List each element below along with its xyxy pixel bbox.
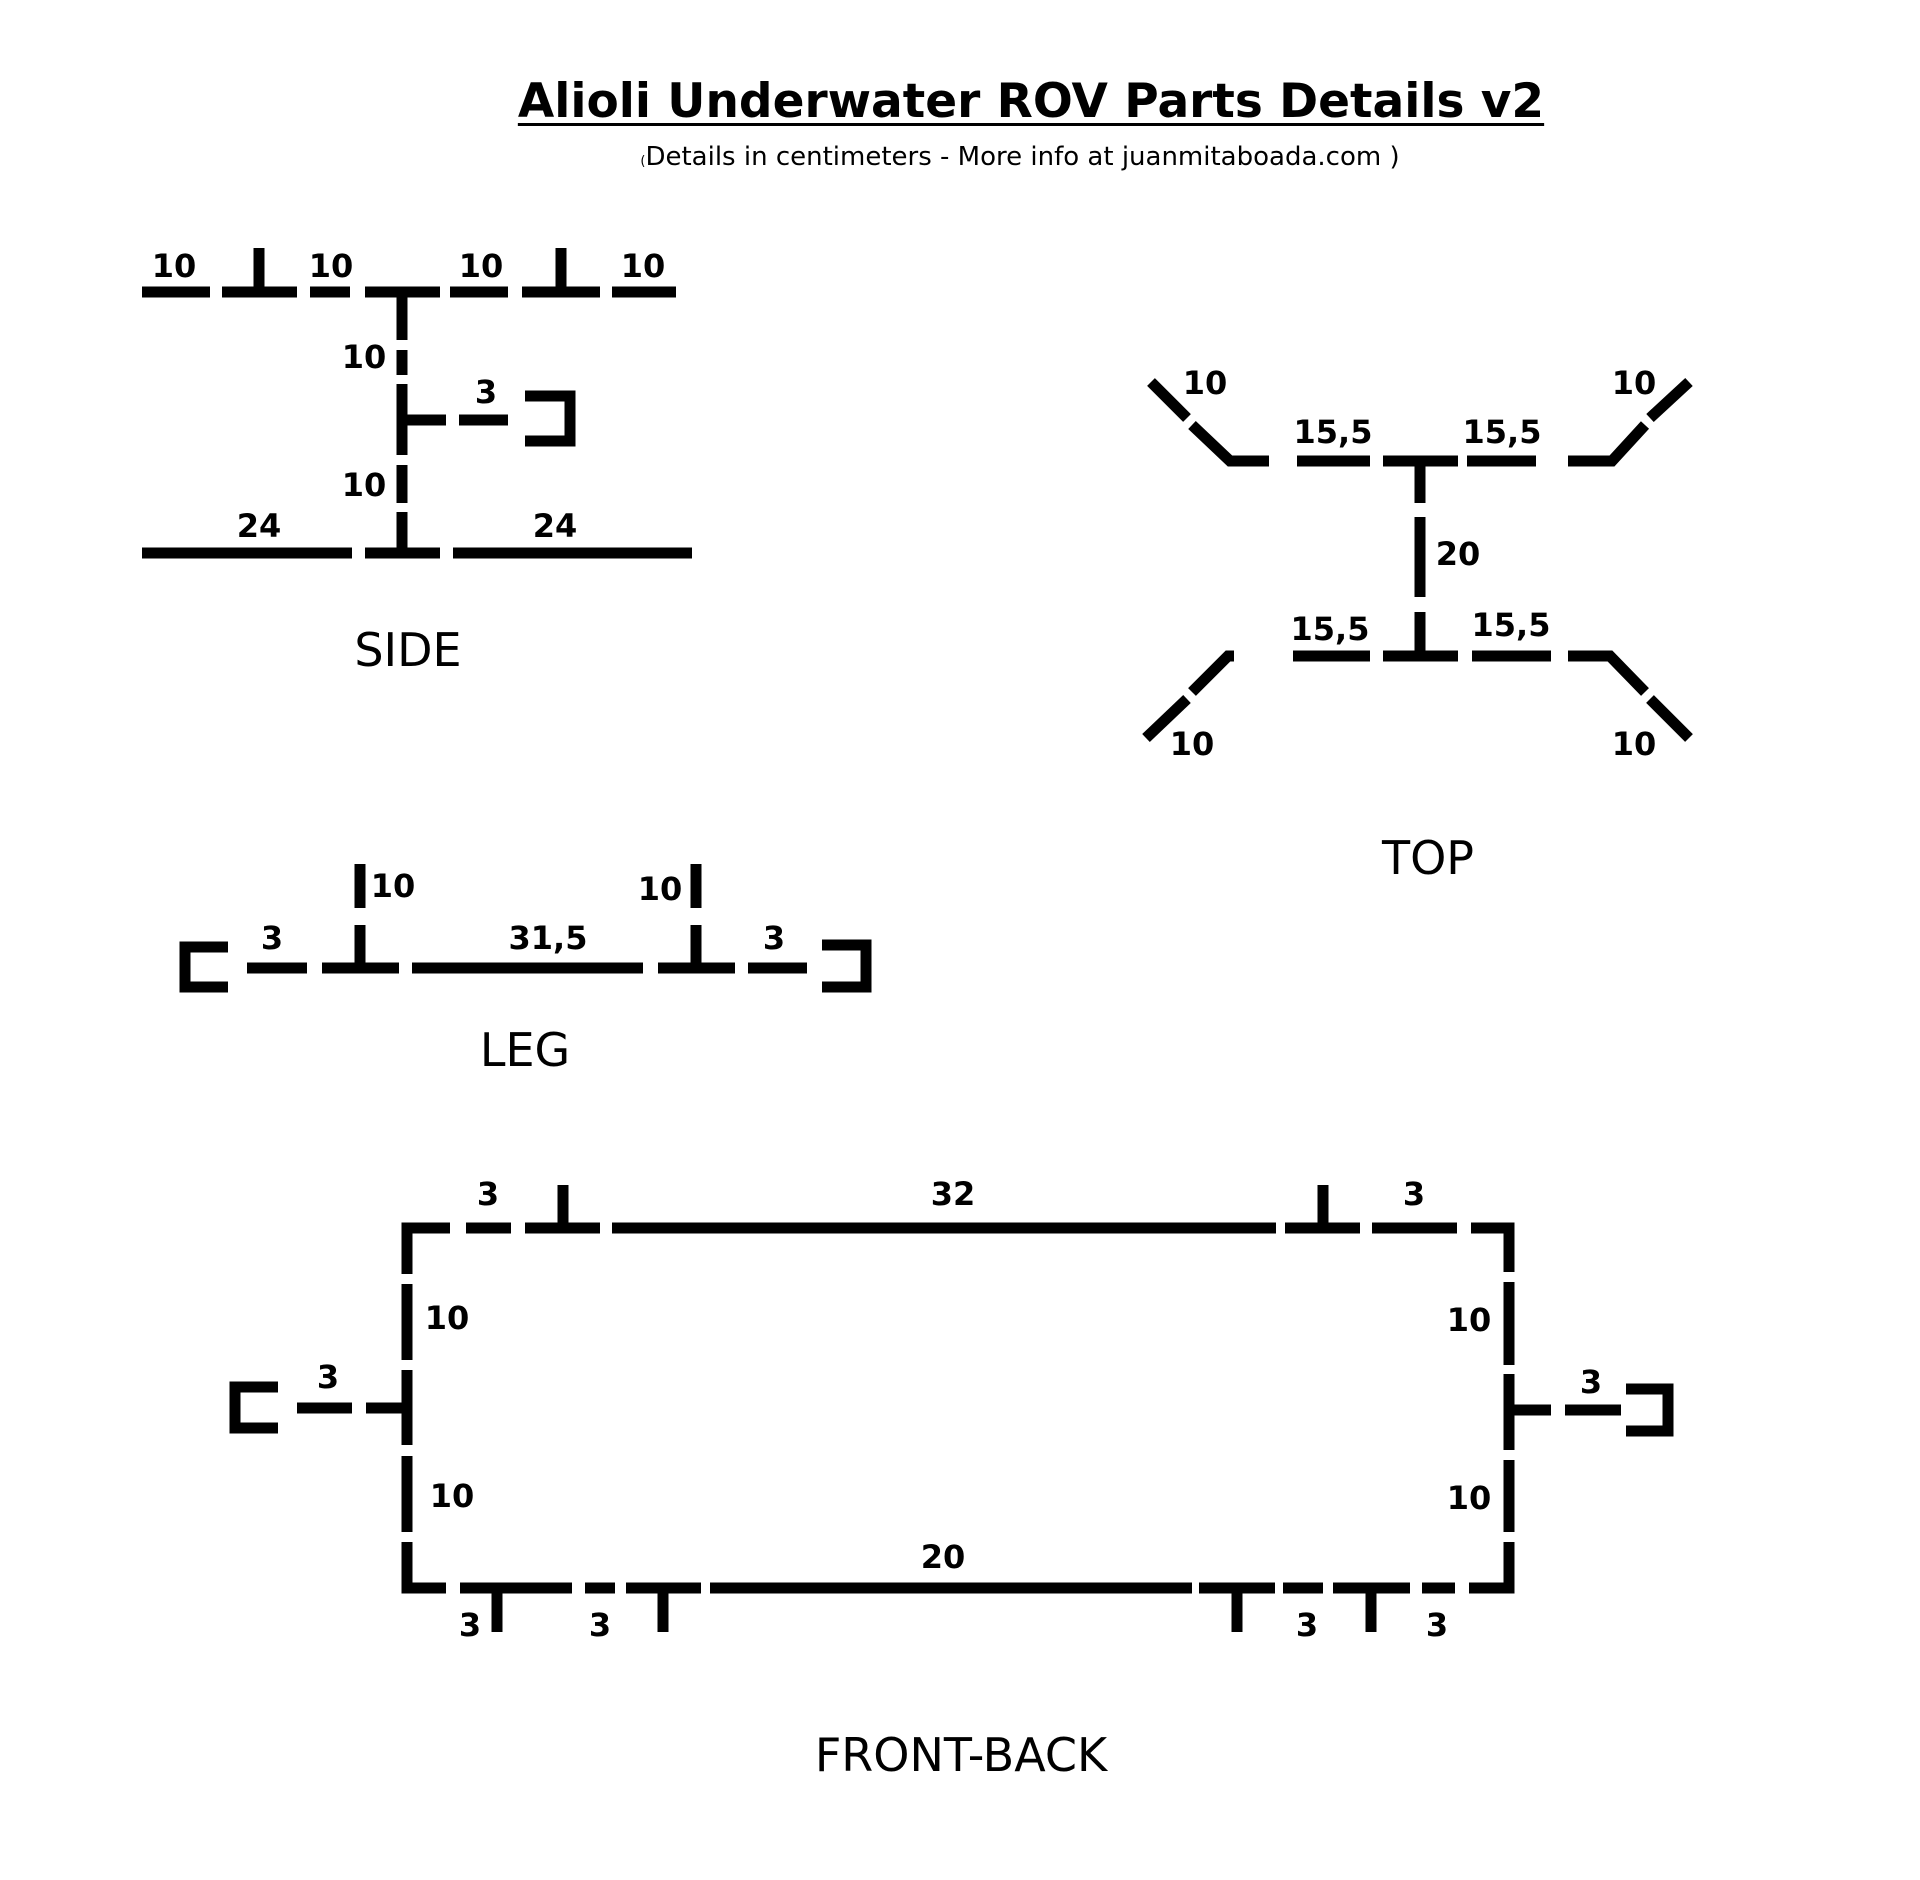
side-pipes [142,248,692,559]
top-dim-lower-right: 15,5 [1472,606,1551,644]
fb-dim-bottom-3: 3 [1296,1606,1318,1644]
leg-dim-riser-right: 10 [638,870,683,908]
side-dim-bottom-right: 24 [533,507,578,545]
top-tee-upper [1383,455,1458,503]
fb-elbow-bottom-right [1469,1542,1515,1594]
fb-tee-bottom-2 [626,1582,701,1632]
side-cross-top [365,286,440,340]
fb-elbow-top-right [1471,1222,1515,1272]
leg-pipes [179,864,872,993]
top-dim-diag-bottom-left: 10 [1170,725,1215,763]
side-dim-top-3: 10 [459,247,504,285]
fb-tee-right [1503,1374,1551,1450]
top-pipe-diag-top-right [1646,377,1693,423]
top-elbow-top-right [1568,421,1650,467]
fb-elbow-cap-right [1626,1383,1674,1437]
top-tee-lower [1383,612,1458,662]
leg-elbow-cap-right [822,939,872,993]
side-dim-top-2: 10 [309,247,354,285]
top-dim-lower-left: 15,5 [1291,610,1370,648]
fb-dim-left-upper: 10 [425,1299,470,1337]
front-back-dimensions: 3 32 3 10 10 10 10 3 3 20 3 3 3 3 [317,1175,1602,1644]
top-dim-diag-top-right: 10 [1612,364,1657,402]
leg-dim-end-left: 3 [261,919,283,957]
top-elbow-bottom-left [1188,650,1234,696]
fb-elbow-cap-left [229,1381,278,1434]
side-dim-stub: 3 [475,373,497,411]
side-dim-upright-upper: 10 [342,338,387,376]
fb-tee-bottom-1 [460,1582,535,1632]
fb-dim-top-right: 3 [1403,1175,1425,1213]
side-tee-top-right [522,248,600,298]
top-dim-upper-left: 15,5 [1294,413,1373,451]
side-tee-top-left [222,248,297,298]
top-dim-diag-top-left: 10 [1183,364,1228,402]
top-view-label: TOP [1381,831,1474,885]
page-title: Alioli Underwater ROV Parts Details v2 [517,74,1545,129]
fb-tee-top-right [1285,1185,1360,1234]
fb-dim-left-stub: 3 [317,1358,339,1396]
top-dim-upper-right: 15,5 [1463,413,1542,451]
side-dim-top-1: 10 [152,247,197,285]
fb-dim-bottom-middle: 20 [921,1538,966,1576]
side-tee-middle [396,384,446,455]
leg-tee-right [658,925,735,974]
front-back-view-label: FRONT-BACK [815,1728,1109,1782]
fb-dim-bottom-1: 3 [459,1606,481,1644]
side-dimensions: 10 10 10 10 10 3 10 24 24 [152,247,666,545]
side-tee-bottom [365,512,440,559]
leg-dimensions: 10 10 3 31,5 3 [261,867,785,957]
leg-dim-riser-left: 10 [371,867,416,905]
fb-dim-bottom-4: 3 [1426,1606,1448,1644]
fb-elbow-bottom-left [401,1542,446,1594]
fb-dim-top-middle: 32 [931,1175,976,1213]
leg-dim-end-right: 3 [763,919,785,957]
fb-dim-right-lower: 10 [1447,1479,1492,1517]
leg-view: 10 10 3 31,5 3 LEG [179,864,872,1077]
top-dimensions: 10 10 15,5 15,5 20 15,5 15,5 10 10 [1170,364,1657,763]
side-dim-top-4: 10 [621,247,666,285]
fb-tee-bottom-4 [1333,1582,1410,1632]
fb-dim-right-upper: 10 [1447,1301,1492,1339]
fb-dim-top-left: 3 [477,1175,499,1213]
side-view-label: SIDE [354,623,461,677]
side-view: 10 10 10 10 10 3 10 24 24 SIDE [142,247,692,677]
fb-dim-bottom-2: 3 [589,1606,611,1644]
fb-tee-left [366,1370,413,1445]
top-elbow-top-left [1188,421,1269,467]
top-pipe-diag-bottom-right [1646,695,1693,742]
front-back-view: 3 32 3 10 10 10 10 3 3 20 3 3 3 3 FRONT-… [229,1175,1674,1782]
page-subtitle: (Details in centimeters - More info at j… [0,142,1920,172]
side-dim-upright-lower: 10 [342,466,387,504]
front-back-pipes [229,1185,1674,1632]
subtitle-open-paren: ( [640,154,646,169]
fb-dim-left-lower: 10 [430,1477,475,1515]
top-pipe-diag-top-left [1147,378,1191,422]
top-dim-diag-bottom-right: 10 [1612,725,1657,763]
side-dim-bottom-left: 24 [237,507,282,545]
leg-view-label: LEG [480,1023,570,1077]
leg-dim-middle: 31,5 [509,919,588,957]
leg-tee-left [322,925,399,974]
subtitle-text: Details in centimeters - More info at ju… [645,142,1400,172]
side-elbow-cap [525,390,576,447]
fb-tee-top-left [525,1185,600,1234]
top-elbow-bottom-right [1568,650,1649,696]
fb-tee-bottom-3 [1199,1582,1275,1632]
fb-elbow-top-left [401,1222,450,1274]
top-view: 10 10 15,5 15,5 20 15,5 15,5 10 10 TOP [1142,364,1693,885]
leg-elbow-cap-left [179,941,228,993]
top-dim-center: 20 [1436,535,1481,573]
top-pipes [1142,377,1693,742]
fb-dim-right-stub: 3 [1580,1363,1602,1401]
top-pipe-diag-bottom-left [1142,695,1191,742]
